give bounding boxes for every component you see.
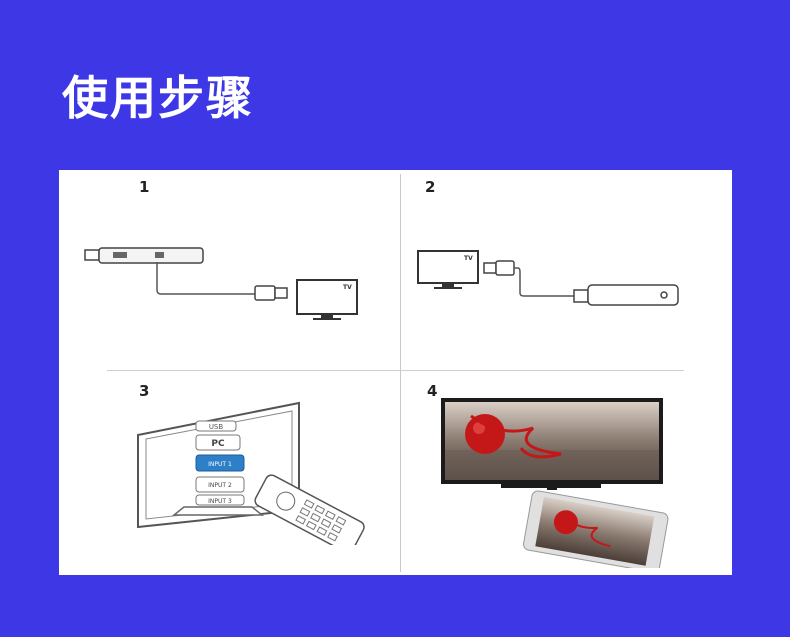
tv-mirroring-icon — [441, 398, 663, 490]
step-1-illustration: TV — [84, 247, 358, 320]
remote-control-icon — [254, 474, 365, 545]
hdmi-adapter-icon — [84, 247, 204, 264]
menu-item-usb: USB — [209, 423, 224, 431]
vertical-divider — [400, 174, 401, 572]
step-2-number: 2 — [425, 178, 436, 196]
smartphone-icon — [523, 490, 669, 568]
usb-cable-icon — [514, 267, 574, 297]
tv-icon: TV — [417, 250, 479, 289]
step-3-number: 3 — [139, 382, 150, 400]
step-4-illustration — [441, 398, 669, 568]
step-4-number: 4 — [427, 382, 438, 400]
menu-item-pc: PC — [211, 439, 225, 449]
menu-item-input-2: INPUT 2 — [208, 482, 232, 489]
usb-cable-icon — [156, 262, 255, 295]
step-3-illustration: USB PC INPUT 1 INPUT 2 INPUT 3 — [137, 401, 365, 545]
page-title: 使用步骤 — [62, 71, 254, 125]
dongle-icon — [573, 284, 679, 306]
menu-item-input-1: INPUT 1 — [208, 461, 232, 468]
step-1-number: 1 — [139, 178, 150, 196]
usb-connector-icon — [483, 260, 515, 276]
tv-icon: TV — [296, 279, 358, 320]
tv-label: TV — [343, 284, 352, 291]
tv-label: TV — [464, 255, 473, 262]
usb-connector-icon — [254, 285, 288, 301]
horizontal-divider — [107, 370, 684, 371]
instruction-panel: 1 TV 2 TV — [59, 170, 732, 575]
menu-item-input-3: INPUT 3 — [208, 498, 232, 505]
step-2-illustration: TV — [417, 250, 679, 306]
